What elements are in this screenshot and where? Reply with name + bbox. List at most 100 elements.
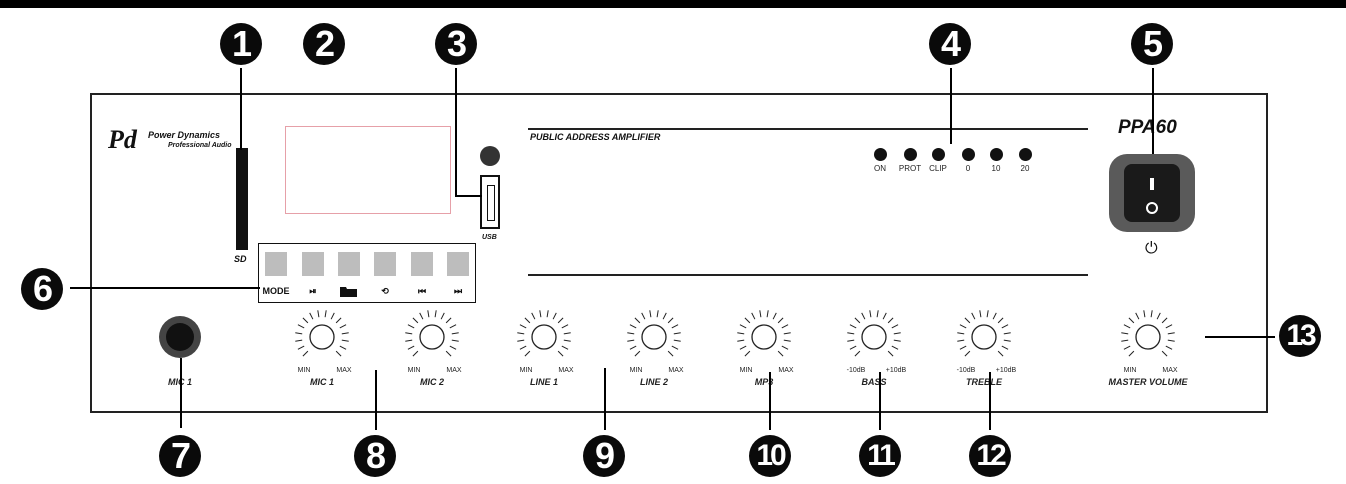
- player-button-3[interactable]: [374, 252, 396, 276]
- power-switch-rocker[interactable]: [1124, 164, 1180, 222]
- knob-label: MIC 1: [309, 377, 335, 387]
- callout-1: 1: [220, 23, 262, 65]
- player-button-1[interactable]: [302, 252, 324, 276]
- player-button-5[interactable]: [447, 252, 469, 276]
- knob-min-label: MIN: [1123, 367, 1137, 374]
- knob-mic-2[interactable]: [392, 300, 472, 370]
- knob-min-label: -10dB: [846, 367, 866, 374]
- model-name: PPA60: [1118, 117, 1177, 138]
- lcd-display: [285, 126, 451, 214]
- indicator-led-4: [989, 148, 1003, 161]
- svg-text:Pd: Pd: [107, 125, 138, 154]
- knob-min-label: MIN: [297, 367, 311, 374]
- panel-middle-rule: [528, 274, 1088, 276]
- callout-leader-line: [1152, 68, 1154, 154]
- callout-10: 10: [749, 435, 791, 477]
- knob-max-label: MAX: [668, 367, 684, 374]
- callout-12: 12: [969, 435, 1011, 477]
- usb-indicator-led: [480, 146, 500, 166]
- knob-min-label: MIN: [629, 367, 643, 374]
- usb-port[interactable]: [480, 175, 500, 229]
- callout-leader-line: [70, 287, 260, 289]
- indicator-label: CLIP: [929, 164, 947, 173]
- panel-title: PUBLIC ADDRESS AMPLIFIER: [530, 132, 661, 142]
- knob-max-label: MAX: [446, 367, 462, 374]
- knob-label: BASS: [861, 377, 887, 387]
- knob-max-label: +10dB: [885, 367, 907, 374]
- indicator-led-2: [931, 148, 945, 161]
- knob-mic-1[interactable]: [282, 300, 362, 370]
- callout-leader-line: [604, 368, 606, 430]
- brand-name: Power Dynamics: [148, 130, 221, 140]
- indicator-led-5: [1018, 148, 1032, 161]
- callout-5: 5: [1131, 23, 1173, 65]
- callout-leader-line: [180, 358, 182, 428]
- callout-leader-line: [455, 195, 482, 197]
- knob-label: MP3: [754, 377, 774, 387]
- indicator-label: PROT: [898, 164, 922, 173]
- player-button-label: ⏯: [309, 286, 317, 296]
- knob-label: LINE 2: [639, 377, 669, 387]
- knob-label: TREBLE: [966, 377, 1002, 387]
- player-button-2[interactable]: [338, 252, 360, 276]
- knob-line-1[interactable]: [504, 300, 584, 370]
- callout-3: 3: [435, 23, 477, 65]
- knob-max-label: MAX: [778, 367, 794, 374]
- top-border-bar: [0, 0, 1346, 8]
- player-button-label: ⟲: [381, 286, 389, 296]
- mic-input-jack[interactable]: [159, 316, 201, 358]
- indicator-led-3: [961, 148, 975, 161]
- sd-card-slot[interactable]: [236, 148, 248, 250]
- power-icon: ⏻: [1145, 240, 1158, 257]
- sd-slot-label: SD: [234, 254, 247, 264]
- callout-4: 4: [929, 23, 971, 65]
- callout-leader-line: [1205, 336, 1275, 338]
- callout-leader-line: [375, 370, 377, 430]
- callout-8: 8: [354, 435, 396, 477]
- callout-2: 2: [303, 23, 345, 65]
- player-button-label: ⏭: [453, 286, 463, 296]
- player-button-label: ⏮: [417, 286, 427, 296]
- callout-leader-line: [240, 68, 242, 150]
- knob-label: MIC 2: [419, 377, 445, 387]
- panel-top-rule: [528, 128, 1088, 130]
- knob-min-label: MIN: [519, 367, 533, 374]
- callout-leader-line: [455, 68, 457, 196]
- indicator-led-0: [873, 148, 887, 161]
- knob-max-label: +10dB: [995, 367, 1017, 374]
- brand-tagline: Professional Audio: [168, 142, 232, 149]
- callout-leader-line: [989, 372, 991, 430]
- knob-bass[interactable]: [834, 300, 914, 370]
- indicator-label: 20: [1020, 164, 1030, 173]
- player-button-0[interactable]: [265, 252, 287, 276]
- usb-port-label: USB: [482, 234, 497, 241]
- usb-port-insert: [487, 185, 495, 221]
- switch-on-mark: [1150, 178, 1154, 190]
- indicator-led-1: [903, 148, 917, 161]
- callout-7: 7: [159, 435, 201, 477]
- folder-icon: [340, 286, 358, 299]
- mode-label: MODE: [262, 286, 290, 296]
- player-button-group: [258, 243, 476, 303]
- indicator-label: 10: [991, 164, 1001, 173]
- knob-label: LINE 1: [529, 377, 559, 387]
- knob-max-label: MAX: [336, 367, 352, 374]
- indicator-label: ON: [874, 164, 886, 173]
- knob-max-label: MAX: [558, 367, 574, 374]
- player-button-4[interactable]: [411, 252, 433, 276]
- mic-jack-socket: [166, 323, 194, 351]
- knob-min-label: MIN: [407, 367, 421, 374]
- callout-13: 13: [1279, 315, 1321, 357]
- callout-6: 6: [21, 268, 63, 310]
- switch-off-mark: [1146, 202, 1158, 214]
- power-switch[interactable]: [1109, 154, 1195, 232]
- knob-label: MASTER VOLUME: [1108, 377, 1188, 387]
- knob-master-volume[interactable]: [1108, 300, 1188, 370]
- knob-mp3[interactable]: [724, 300, 804, 370]
- knob-treble[interactable]: [944, 300, 1024, 370]
- knob-line-2[interactable]: [614, 300, 694, 370]
- knob-max-label: MAX: [1162, 367, 1178, 374]
- indicator-label: 0: [965, 164, 971, 173]
- callout-leader-line: [950, 68, 952, 144]
